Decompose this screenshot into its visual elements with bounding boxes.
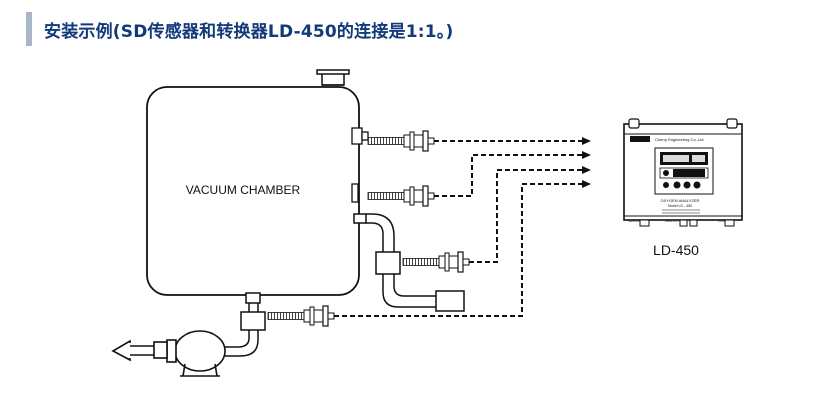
converter-port-left: SENSOR <box>628 219 642 223</box>
sd-sensor-3 <box>402 251 470 273</box>
chamber-label: VACUUM CHAMBER <box>186 183 301 197</box>
converter-brand: Cherry Engineering Co.,Ltd. <box>655 137 705 142</box>
ld-450-converter: Cherry Engineering Co.,Ltd. OXYGEN ANALY… <box>623 118 743 258</box>
converter-label: LD-450 <box>653 242 699 258</box>
top-flange <box>316 69 350 86</box>
bottom-pipe <box>225 292 266 357</box>
converter-analyzer-text: OXYGEN ANALYZER <box>661 198 700 203</box>
section-header: 安装示例(SD传感器和转换器LD-450的连接是1:1。) <box>26 12 453 46</box>
sd-sensor-4 <box>267 305 335 327</box>
converter-port-right: POWER <box>718 219 730 223</box>
chamber-port-upper <box>351 127 369 145</box>
side-pipe <box>353 213 465 312</box>
page-title: 安装示例(SD传感器和转换器LD-450的连接是1:1。) <box>44 21 454 42</box>
signal-cables <box>334 140 583 317</box>
sd-sensor-2 <box>367 185 435 207</box>
converter-model-text: Model LD - 450 <box>668 204 692 208</box>
arrowheads <box>582 137 591 188</box>
sd-sensor-1 <box>367 130 435 152</box>
chamber-port-lower <box>351 183 359 203</box>
converter-port-mid: ANALOG OUT <box>665 219 685 223</box>
vacuum-chamber: VACUUM CHAMBER <box>146 86 360 296</box>
vacuum-pump <box>111 330 226 377</box>
